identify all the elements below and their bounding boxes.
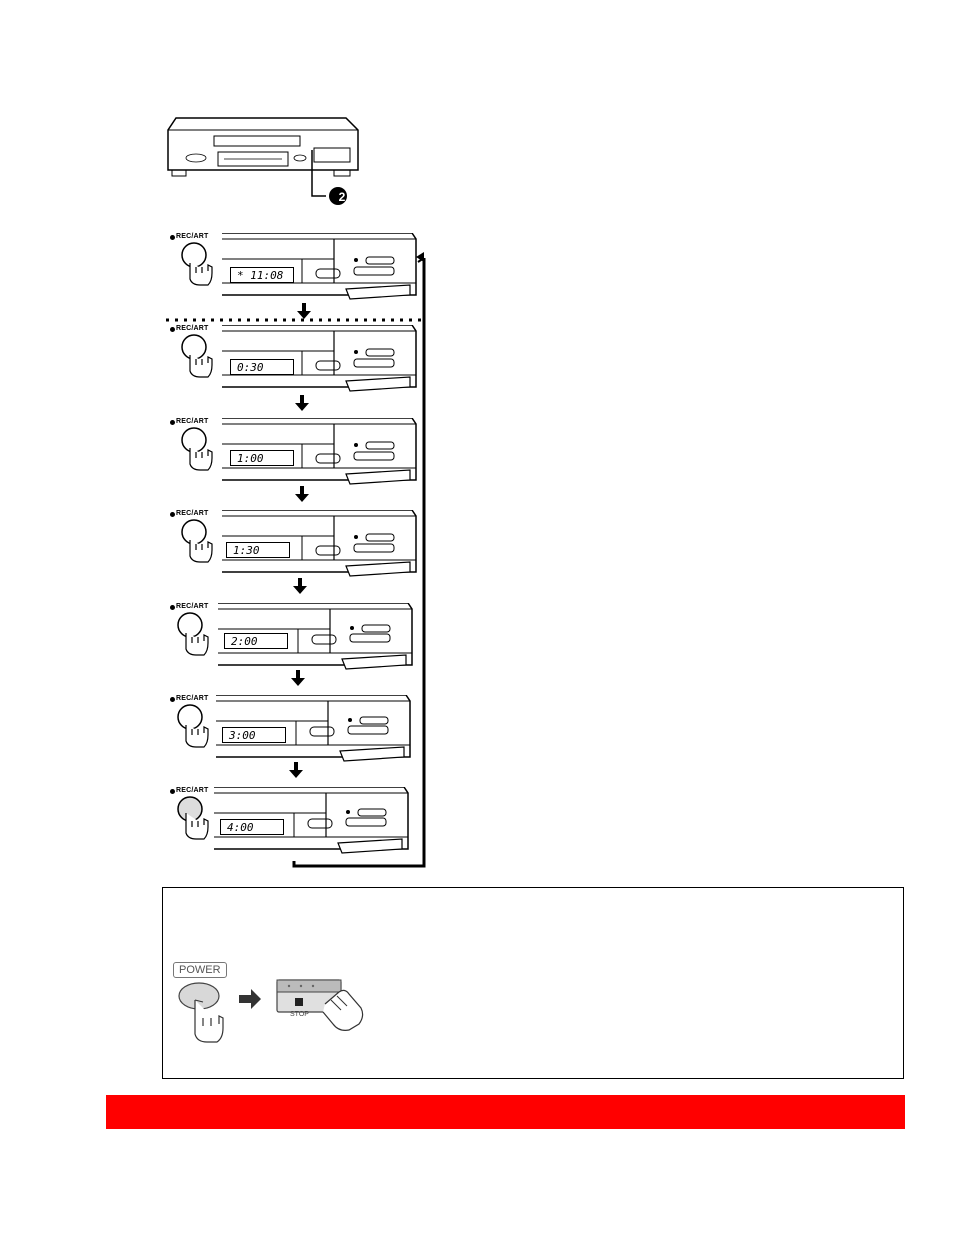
counter-display: 0:30 <box>230 359 294 375</box>
vcr-front-panel-illustration <box>177 603 413 670</box>
power-button-press-icon <box>178 982 224 1043</box>
stop-button-label: STOP <box>290 1011 309 1018</box>
record-dot-icon <box>170 697 175 702</box>
down-arrow-icon <box>289 762 303 778</box>
counter-display: 1:30 <box>226 542 290 558</box>
counter-display: 3:00 <box>222 727 286 743</box>
down-arrow-icon <box>297 303 311 319</box>
loop-back-arrow <box>292 252 426 868</box>
vcr-overview-illustration <box>166 112 362 212</box>
power-button-label: POWER <box>173 962 227 978</box>
down-arrow-icon <box>295 395 309 411</box>
rec-art-label: REC/ART <box>176 325 209 332</box>
rec-art-label: REC/ART <box>176 787 209 794</box>
sequence-step-2: REC/ART 0:30 <box>166 325 426 405</box>
counter-display: * 11:08 <box>230 267 294 283</box>
rec-art-label: REC/ART <box>176 233 209 240</box>
vcr-front-panel-illustration <box>181 233 417 300</box>
down-arrow-icon <box>293 578 307 594</box>
sequence-step-5: REC/ART 2:00 <box>166 603 426 683</box>
record-dot-icon <box>170 789 175 794</box>
note-box: POWER STOP <box>162 887 904 1079</box>
sequence-step-6: REC/ART 3:00 <box>166 695 426 775</box>
sequence-step-7: REC/ART 4:00 <box>166 787 426 867</box>
stop-button-press-icon <box>276 979 364 1031</box>
vcr-front-panel-illustration <box>181 418 417 485</box>
record-dot-icon <box>170 512 175 517</box>
rec-art-label: REC/ART <box>176 603 209 610</box>
vcr-front-panel-illustration <box>181 510 417 577</box>
dotted-separator <box>166 318 426 322</box>
down-arrow-icon <box>295 486 309 502</box>
vcr-front-panel-illustration <box>181 325 417 392</box>
vcr-front-panel-illustration <box>177 787 409 854</box>
record-dot-icon <box>170 605 175 610</box>
rec-art-label: REC/ART <box>176 510 209 517</box>
step-callout-number: 2 <box>338 190 346 204</box>
down-arrow-icon <box>291 670 305 686</box>
sequence-step-4: REC/ART 1:30 <box>166 510 426 590</box>
sequence-step-1: REC/ART * 11:08 <box>166 233 426 313</box>
footer-bar <box>106 1095 905 1129</box>
counter-display: 1:00 <box>230 450 294 466</box>
rec-art-label: REC/ART <box>176 418 209 425</box>
record-dot-icon <box>170 420 175 425</box>
vcr-front-panel-illustration <box>177 695 411 762</box>
rec-art-label: REC/ART <box>176 695 209 702</box>
right-arrow-icon <box>239 989 261 1009</box>
sequence-step-3: REC/ART 1:00 <box>166 418 426 498</box>
counter-display: 2:00 <box>224 633 288 649</box>
counter-display: 4:00 <box>220 819 284 835</box>
record-dot-icon <box>170 235 175 240</box>
record-dot-icon <box>170 327 175 332</box>
